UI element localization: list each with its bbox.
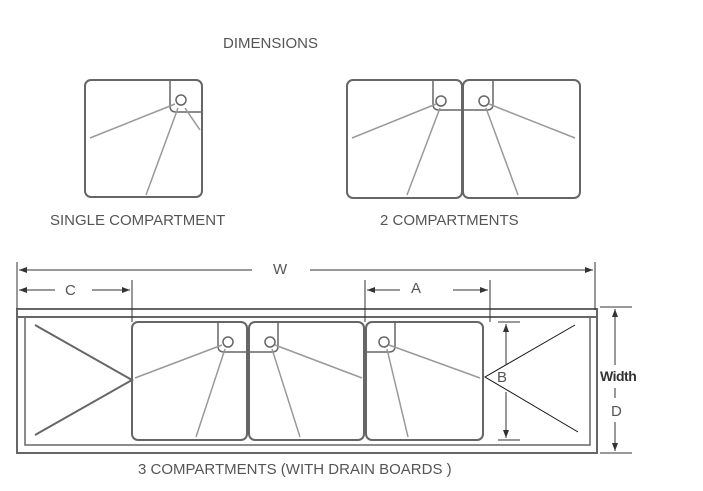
dimension-w-label: W: [273, 261, 288, 278]
dimension-d-label: D: [611, 403, 622, 420]
dimension-width-label: Width: [600, 368, 637, 384]
three-compartment-sink: [16, 262, 632, 454]
dimension-c-label: C: [65, 282, 76, 299]
two-compartment-sink: [346, 79, 581, 199]
dimension-a-label: A: [411, 280, 422, 297]
dimension-b-label: B: [497, 369, 508, 386]
single-compartment-label: SINGLE COMPARTMENT: [50, 212, 226, 229]
single-compartment-sink: [84, 79, 203, 198]
diagram-title: DIMENSIONS: [223, 35, 319, 52]
two-compartments-label: 2 COMPARTMENTS: [380, 212, 519, 229]
three-compartments-label: 3 COMPARTMENTS (WITH DRAIN BOARDS ): [138, 461, 452, 478]
